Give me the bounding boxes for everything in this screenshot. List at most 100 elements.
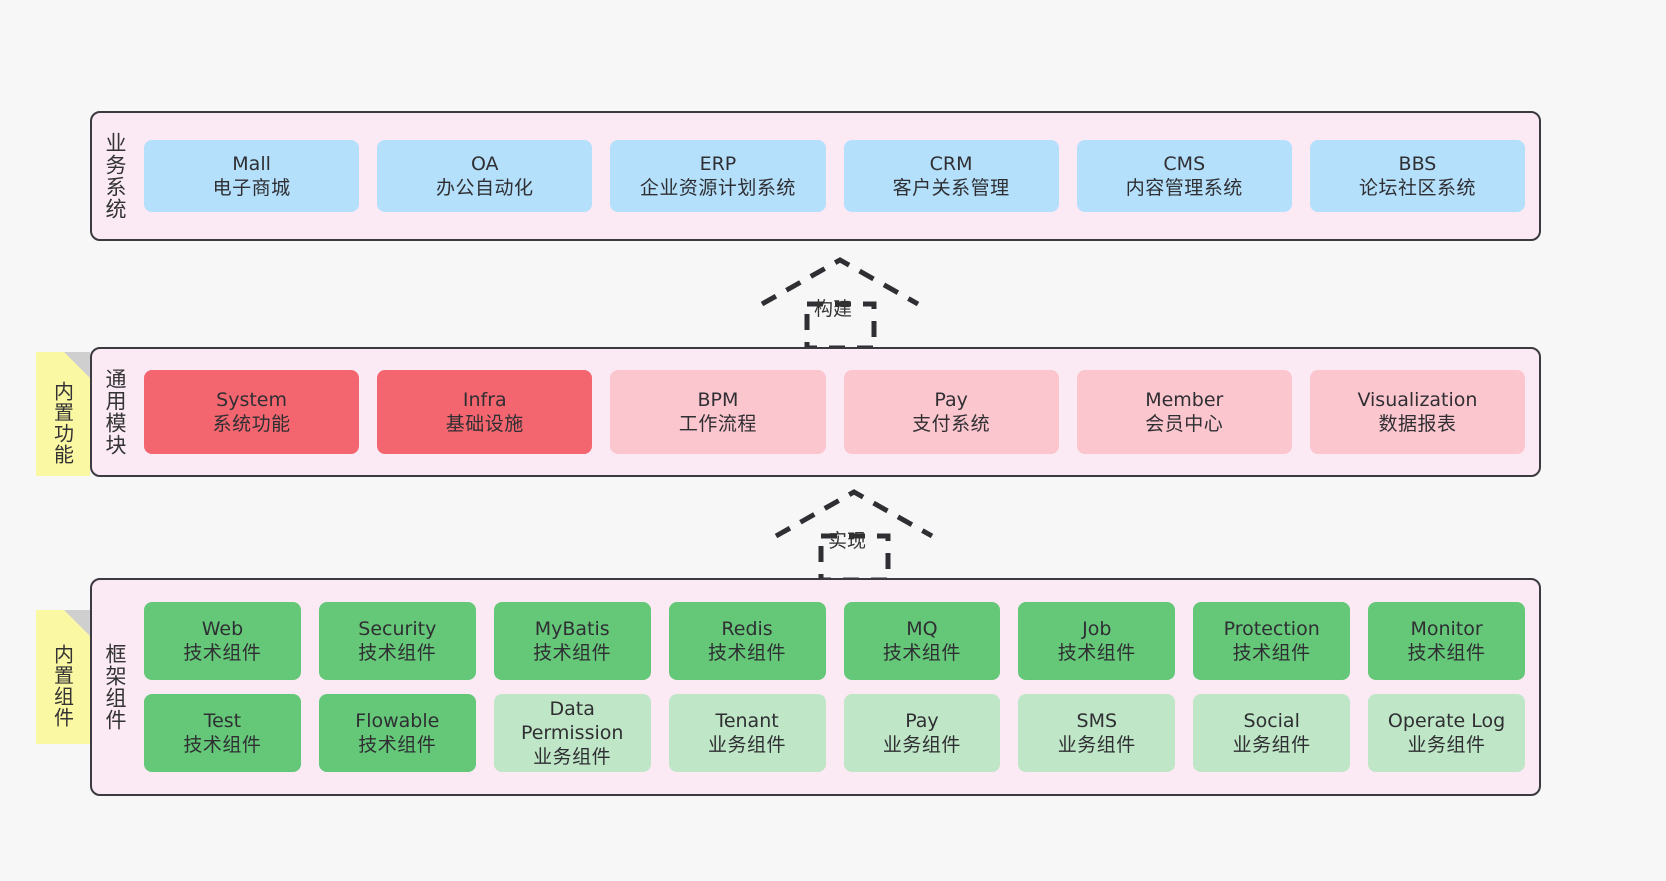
card-title-en: Web — [201, 617, 244, 640]
note-builtin-component: 内置组件 — [36, 610, 90, 744]
card-title-en: MQ — [906, 617, 938, 640]
tier-body-business-system: Mall 电子商城 OA 办公自动化 ERP 企业资源计划系统 CRM 客户关系… — [138, 113, 1539, 239]
card-title-cn: 支付系统 — [912, 413, 991, 435]
note-fold-icon — [64, 610, 90, 636]
card-title-cn: 技术组件 — [183, 734, 262, 756]
card-title-en: Pay — [905, 709, 939, 732]
card-title-cn: 业务组件 — [1057, 734, 1136, 756]
card-redis[interactable]: Redis 技术组件 — [668, 602, 826, 680]
card-row: Mall 电子商城 OA 办公自动化 ERP 企业资源计划系统 CRM 客户关系… — [144, 140, 1526, 212]
card-test[interactable]: Test 技术组件 — [144, 694, 301, 772]
card-title-cn: 技术组件 — [358, 734, 437, 756]
card-title-en: Security — [358, 617, 437, 640]
card-title-cn: 客户关系管理 — [892, 177, 1010, 199]
card-member[interactable]: Member 会员中心 — [1076, 370, 1292, 454]
card-title-en: Redis — [721, 617, 773, 640]
card-title-en: SMS — [1076, 709, 1118, 732]
card-row: System 系统功能 Infra 基础设施 BPM 工作流程 Pay 支付系统… — [144, 370, 1526, 454]
card-web[interactable]: Web 技术组件 — [144, 602, 301, 680]
card-title-en: Test — [203, 709, 242, 732]
card-title-cn: 技术组件 — [358, 642, 437, 664]
card-flowable[interactable]: Flowable 技术组件 — [318, 694, 476, 772]
card-monitor[interactable]: Monitor 技术组件 — [1368, 602, 1525, 680]
tier-business-system: 业务系统 Mall 电子商城 OA 办公自动化 ERP 企业资源计划系统 CRM… — [90, 111, 1541, 241]
card-title-cn: 业务组件 — [708, 734, 787, 756]
card-mq[interactable]: MQ 技术组件 — [843, 602, 1001, 680]
card-title-en: Tenant — [715, 709, 779, 732]
card-title-en: Social — [1243, 709, 1300, 732]
card-title-cn: 技术组件 — [708, 642, 787, 664]
card-visualization[interactable]: Visualization 数据报表 — [1309, 370, 1526, 454]
card-bpm[interactable]: BPM 工作流程 — [610, 370, 826, 454]
card-title-cn: 业务组件 — [533, 746, 612, 769]
card-title-cn: 技术组件 — [1232, 642, 1311, 664]
card-title-en: OA — [470, 152, 499, 175]
note-builtin-function: 内置功能 — [36, 352, 90, 476]
card-title-en: MyBatis — [534, 617, 610, 640]
card-title-cn: 企业资源计划系统 — [639, 177, 796, 199]
card-erp[interactable]: ERP 企业资源计划系统 — [610, 140, 826, 212]
card-title-en: BBS — [1398, 152, 1437, 175]
card-title-en: Data Permission — [520, 697, 624, 744]
card-title-cn: 技术组件 — [1407, 642, 1486, 664]
card-pay-module[interactable]: Pay 支付系统 — [843, 370, 1059, 454]
arrow-implement-glyph — [774, 489, 934, 583]
card-title-en: Operate Log — [1387, 709, 1506, 732]
card-bbs[interactable]: BBS 论坛社区系统 — [1309, 140, 1526, 212]
card-security[interactable]: Security 技术组件 — [318, 602, 476, 680]
card-mybatis[interactable]: MyBatis 技术组件 — [493, 602, 651, 680]
card-data-permission[interactable]: Data Permission 业务组件 — [493, 694, 651, 772]
note-fold-icon — [64, 352, 90, 378]
card-title-cn: 技术组件 — [882, 642, 961, 664]
card-title-en: Infra — [462, 388, 507, 411]
card-title-cn: 技术组件 — [183, 642, 262, 664]
card-social[interactable]: Social 业务组件 — [1193, 694, 1351, 772]
arrow-build-label: 构建 — [814, 298, 853, 320]
card-title-en: BPM — [697, 388, 739, 411]
card-cms[interactable]: CMS 内容管理系统 — [1076, 140, 1292, 212]
note-builtin-function-label: 内置功能 — [50, 381, 75, 465]
card-title-cn: 内容管理系统 — [1125, 177, 1243, 199]
card-infra[interactable]: Infra 基础设施 — [377, 370, 593, 454]
card-title-en: System — [216, 388, 288, 411]
card-title-cn: 技术组件 — [1057, 642, 1136, 664]
card-protection[interactable]: Protection 技术组件 — [1193, 602, 1351, 680]
note-builtin-component-label: 内置组件 — [50, 644, 75, 728]
card-title-cn: 数据报表 — [1378, 413, 1457, 435]
card-title-en: ERP — [699, 152, 737, 175]
card-sms[interactable]: SMS 业务组件 — [1018, 694, 1176, 772]
tier-body-framework-components: Web 技术组件 Security 技术组件 MyBatis 技术组件 Redi… — [138, 580, 1539, 794]
card-job[interactable]: Job 技术组件 — [1018, 602, 1176, 680]
arrow-implement: 实现 — [766, 484, 946, 584]
card-title-en: Pay — [934, 388, 968, 411]
tier-label-common-modules: 通用模块 — [103, 368, 128, 456]
card-title-cn: 系统功能 — [212, 413, 291, 435]
tier-framework-components: 框架组件 Web 技术组件 Security 技术组件 MyBatis 技术组件… — [90, 578, 1541, 796]
card-title-cn: 技术组件 — [533, 642, 612, 664]
card-tenant[interactable]: Tenant 业务组件 — [668, 694, 826, 772]
card-title-en: Monitor — [1410, 617, 1483, 640]
card-title-en: Mall — [232, 152, 271, 175]
card-row: Test 技术组件 Flowable 技术组件 Data Permission … — [144, 694, 1525, 772]
card-oa[interactable]: OA 办公自动化 — [377, 140, 593, 212]
card-title-cn: 电子商城 — [212, 177, 291, 199]
card-title-cn: 办公自动化 — [436, 177, 534, 199]
card-pay-component[interactable]: Pay 业务组件 — [843, 694, 1001, 772]
arrow-implement-label: 实现 — [828, 530, 867, 552]
card-operate-log[interactable]: Operate Log 业务组件 — [1368, 694, 1525, 772]
arrow-build: 构建 — [752, 252, 932, 352]
card-title-en: CMS — [1163, 152, 1206, 175]
card-title-cn: 业务组件 — [1232, 734, 1311, 756]
card-title-en: CRM — [929, 152, 973, 175]
tier-common-modules: 通用模块 System 系统功能 Infra 基础设施 BPM 工作流程 Pay… — [90, 347, 1541, 477]
card-title-cn: 业务组件 — [882, 734, 961, 756]
card-title-cn: 会员中心 — [1145, 413, 1224, 435]
card-title-cn: 业务组件 — [1407, 734, 1486, 756]
card-crm[interactable]: CRM 客户关系管理 — [843, 140, 1059, 212]
card-title-en: Job — [1082, 617, 1112, 640]
card-system[interactable]: System 系统功能 — [144, 370, 360, 454]
tier-body-common-modules: System 系统功能 Infra 基础设施 BPM 工作流程 Pay 支付系统… — [138, 349, 1539, 475]
card-row: Web 技术组件 Security 技术组件 MyBatis 技术组件 Redi… — [144, 602, 1525, 680]
arrow-build-glyph — [760, 257, 920, 351]
card-mall[interactable]: Mall 电子商城 — [144, 140, 360, 212]
